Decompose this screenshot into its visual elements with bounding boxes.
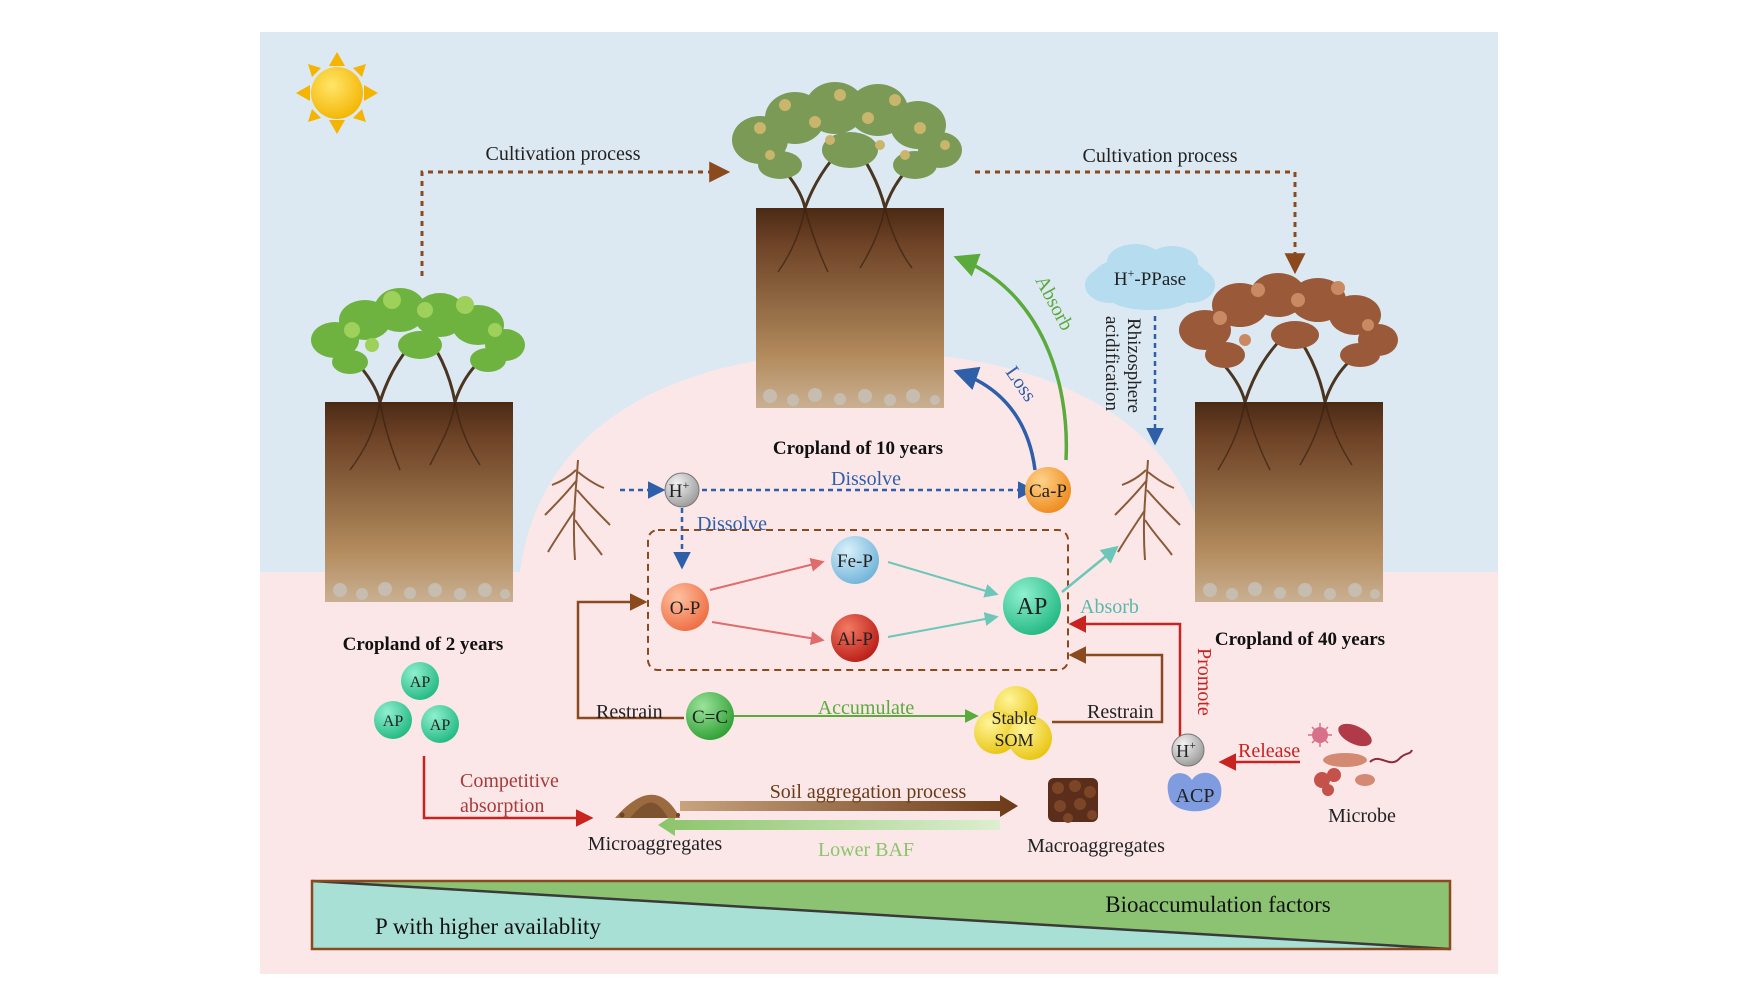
svg-text:Ca-P: Ca-P [1029,481,1067,502]
rhizosphere-label-line2: acidification [1101,316,1122,411]
svg-text:AP: AP [430,717,451,734]
op-to-fep-arrow [709,557,825,591]
soil-column-40-years [1195,401,1383,602]
sun-icon [296,52,378,134]
svg-text:H+: H+ [1176,738,1196,761]
svg-text:C=C: C=C [692,707,728,728]
h-ppase-cloud [1085,244,1215,310]
ap-small-1: AP [401,662,439,700]
label-cultivation-left: Cultivation process [486,143,641,165]
label-bioaccumulation-factors: Bioaccumulation factors [1105,892,1331,917]
label-cropland-2: Cropland of 2 years [343,634,504,655]
label-soil-aggregation: Soil aggregation process [770,781,967,803]
absorb-arrow-to-crop [953,253,1069,461]
label-dissolve-horizontal: Dissolve [831,468,901,490]
c-eq-c-node: C=C [686,692,734,740]
h-plus-node: H+ [664,472,700,508]
label-absorb-ap: Absorb [1080,596,1139,618]
label-cropland-40: Cropland of 40 years [1215,629,1385,650]
cultivation-arrow-left [420,161,731,276]
macroaggregates-icon [1048,778,1098,823]
label-accumulate: Accumulate [818,697,915,719]
svg-text:Al-P: Al-P [837,629,873,650]
root-left [544,459,611,561]
fep-to-ap-arrow [887,561,999,598]
promote-arrow [1068,615,1182,738]
svg-text:Fe-P: Fe-P [837,551,873,572]
ap-small-2: AP [374,701,412,739]
al-p-node: Al-P [831,614,879,662]
microbe-cluster [1308,723,1413,796]
restrain-left-arrow [576,593,684,720]
label-promote: Promote [1193,648,1215,716]
mature-plant-with-pods [732,82,962,209]
label-competitive-line1: Competitive [460,770,559,792]
svg-text:AP: AP [383,713,404,730]
label-release: Release [1238,740,1300,762]
availability-gradient-bar [310,879,1452,951]
aged-brown-plant [1179,273,1398,403]
label-restrain-left: Restrain [596,701,663,723]
label-competitive-line2: absorption [460,795,544,817]
ap-absorb-arrow [1061,545,1119,593]
rhizosphere-dome [520,352,1210,572]
label-lower-baf: Lower BAF [818,839,914,861]
op-to-alp-arrow [711,621,825,646]
o-p-node: O-P [661,583,709,631]
competitive-absorption-arrow [422,756,594,827]
svg-text:SOM: SOM [994,730,1033,750]
ap-small-3: AP [421,705,459,743]
svg-text:Stable: Stable [992,708,1037,728]
loss-arrow [953,366,1037,471]
p-fraction-box [647,529,1069,671]
lower-baf-arrow [658,814,1000,836]
svg-text:O-P: O-P [670,598,701,619]
fe-p-node: Fe-P [831,536,879,584]
ap-node: AP [1003,577,1061,635]
label-restrain-right: Restrain [1087,701,1154,723]
svg-text:ACP: ACP [1176,785,1215,807]
microaggregates-icon [615,794,680,818]
label-microaggregates: Microaggregates [588,833,723,855]
alp-to-ap-arrow [887,612,999,638]
label-microbe: Microbe [1328,805,1396,827]
restrain-right-arrow [1052,646,1164,724]
ca-p-node: Ca-P [1025,467,1071,513]
young-green-plant [311,288,525,403]
rhizosphere-label-line1: Rhizosphere [1123,318,1144,413]
svg-text:AP: AP [1017,594,1048,620]
soil-aggregation-arrow [680,795,1018,817]
root-right [1114,459,1181,561]
stable-som-node: Stable SOM [974,686,1052,760]
acp-enzyme: H+ ACP [1167,733,1222,812]
cultivation-arrow-right [975,170,1306,275]
label-p-availability: P with higher availablity [375,914,601,939]
label-dissolve-vertical: Dissolve [697,513,767,535]
label-cropland-10: Cropland of 10 years [773,438,943,459]
h-ppase-label: H+-PPase [1114,266,1186,290]
svg-text:AP: AP [410,674,431,691]
soil-column-2-years [325,401,513,602]
label-cultivation-right: Cultivation process [1083,145,1238,167]
label-macroaggregates: Macroaggregates [1027,835,1165,857]
soil-column-10-years [756,207,944,408]
svg-text:H+: H+ [669,478,690,502]
